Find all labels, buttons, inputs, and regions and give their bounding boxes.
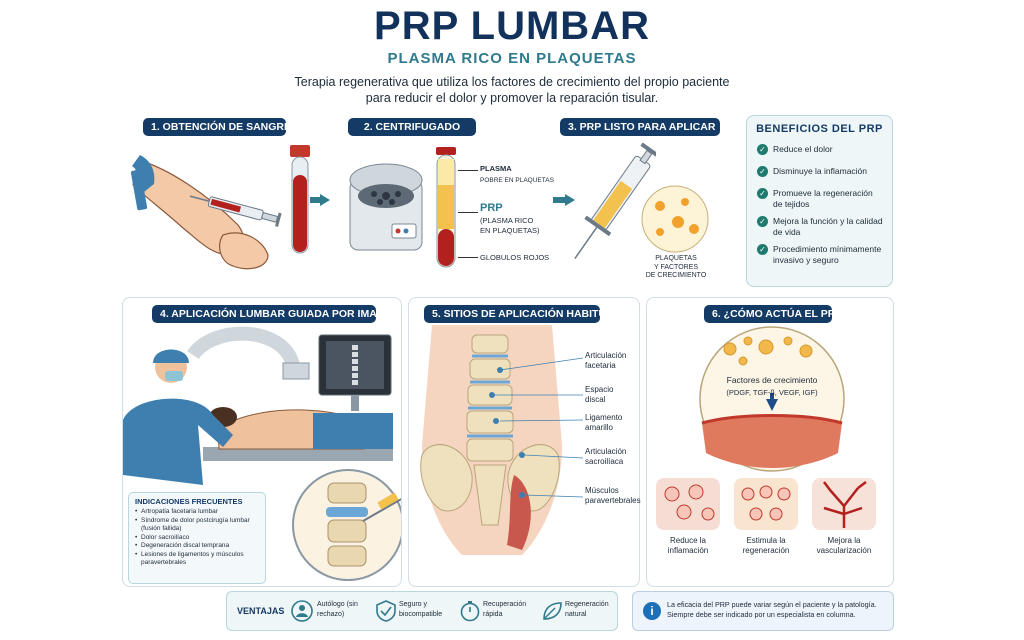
section-4-label: 4. APLICACIÓN LUMBAR GUIADA POR IMAGEN xyxy=(152,305,400,323)
benefits-panel: BENEFICIOS DEL PRP ✓ Reduce el dolor ✓ Dis… xyxy=(746,115,893,287)
arrow-shaft xyxy=(553,197,566,203)
prp-pointer xyxy=(458,212,478,213)
check-icon: ✓ xyxy=(757,216,768,227)
disclaimer-note: i La eficacia del PRP puede variar según… xyxy=(632,591,894,631)
prp-sub-label-2: EN PLAQUETAS) xyxy=(480,226,540,235)
prp-label: PRP xyxy=(480,202,503,214)
arrow-right-icon xyxy=(320,194,330,206)
page-title: PRP LUMBAR xyxy=(374,4,650,48)
centrifuge-icon xyxy=(349,163,423,251)
benefit-text: Disminuye la inflamación xyxy=(773,166,868,176)
page-subtitle: PLASMA RICO EN PLAQUETAS xyxy=(387,50,637,67)
rbc-pointer xyxy=(458,257,478,258)
site-label-muscles: Músculos paravertebrales xyxy=(585,486,641,505)
action-result-3: Mejora la vascularización xyxy=(816,536,872,555)
cells-regeneration-icon xyxy=(734,478,798,530)
plasma-sub-label: POBRE EN PLAQUETAS xyxy=(480,177,554,184)
indication-item: Artropatía facetaria lumbar xyxy=(135,508,259,517)
growth-factors-illustration xyxy=(699,326,845,472)
platelets-caption-1: PLAQUETAS xyxy=(655,255,697,262)
ventajas-title: VENTAJAS xyxy=(237,606,285,616)
shield-check-icon xyxy=(376,600,396,622)
stopwatch-icon xyxy=(460,601,480,622)
benefit-text: Promueve la regeneración de tejidos xyxy=(773,188,873,209)
intro-text: Terapia regenerativa que utiliza los fac… xyxy=(294,75,730,105)
action-result-1: Reduce la inflamación xyxy=(667,536,709,555)
site-label-ligament: Ligamento amarillo xyxy=(585,413,623,432)
plasma-label: PLASMA xyxy=(480,164,512,173)
vascularization-icon xyxy=(812,478,876,530)
info-icon: i xyxy=(643,602,661,620)
platelets-caption-3: DE CRECIMIENTO xyxy=(645,272,707,279)
check-icon: ✓ xyxy=(757,144,768,155)
check-icon: ✓ xyxy=(757,188,768,199)
platelets-caption: PLAQUETAS Y FACTORES DE CRECIMIENTO xyxy=(632,255,720,281)
leaf-icon xyxy=(543,602,562,620)
prp-sub-label-1: (PLASMA RICO xyxy=(480,216,534,225)
arrow-shaft xyxy=(310,197,322,203)
check-icon: ✓ xyxy=(757,244,768,255)
benefit-item: ✓ Procedimiento mínimamente invasivo y se… xyxy=(757,244,884,272)
ventajas-bar: VENTAJAS Autólogo (sin rechazo) Seguro y… xyxy=(226,591,618,631)
benefit-text: Procedimiento mínimamente invasivo y seg… xyxy=(773,244,882,265)
site-label-facet: Articulación facetaria xyxy=(585,351,627,370)
growth-factors-label: Factores de crecimiento xyxy=(726,375,818,385)
section-5-label: 5. SITIOS DE APLICACIÓN HABITUALES xyxy=(424,305,634,323)
benefit-text: Reduce el dolor xyxy=(773,144,833,154)
ventaja-item: Recuperación rápida xyxy=(483,601,527,618)
indications-title: INDICACIONES FRECUENTES xyxy=(135,497,243,506)
site-label-disc: Espacio discal xyxy=(585,385,614,404)
benefit-item: ✓ Promueve la regeneración de tejidos xyxy=(757,188,884,216)
rbc-label: GLOBULOS ROJOS xyxy=(480,253,550,262)
indication-item: Lesiones de ligamentos y músculos parave… xyxy=(135,551,259,568)
step-2-label: 2. CENTRIFUGADO xyxy=(348,118,476,136)
growth-factors-list: (PDGF, TGF-β, VEGF, IGF) xyxy=(726,388,818,397)
cells-inflammation-icon xyxy=(656,478,720,530)
ventaja-item: Regeneración natural xyxy=(565,601,609,618)
benefits-title: BENEFICIOS DEL PRP xyxy=(756,123,883,135)
benefit-item: ✓ Mejora la función y la calidad de vida xyxy=(757,216,884,244)
benefit-text: Mejora la función y la calidad de vida xyxy=(773,216,883,237)
plasma-pointer xyxy=(458,170,478,171)
prp-syringe-icon xyxy=(574,142,656,260)
image-guided-injection-illustration xyxy=(123,326,401,581)
site-label-sacroiliac: Articulación sacroilíaca xyxy=(585,447,627,466)
benefit-item: ✓ Reduce el dolor xyxy=(757,144,884,166)
prp-tube-icon xyxy=(436,147,456,268)
indication-item: Degeneración discal temprana xyxy=(135,542,259,551)
check-icon: ✓ xyxy=(757,166,768,177)
indications-box: INDICACIONES FRECUENTES Artropatía facet… xyxy=(128,492,266,584)
user-shield-icon xyxy=(291,600,313,622)
indication-item: Síndrome de dolor postcirugía lumbar (fu… xyxy=(135,517,259,534)
ventaja-item: Seguro y biocompatible xyxy=(399,601,443,618)
platelets-caption-2: Y FACTORES xyxy=(653,263,699,271)
blood-draw-illustration xyxy=(130,155,282,270)
lumbar-pelvis-illustration xyxy=(420,325,562,555)
ventaja-item: Autólogo (sin rechazo) xyxy=(317,601,358,618)
benefit-item: ✓ Disminuye la inflamación xyxy=(757,166,884,188)
platelets-magnified-icon xyxy=(641,185,709,253)
disclaimer-text: La eficacia del PRP puede variar según e… xyxy=(667,600,877,619)
action-result-2: Estimula la regeneración xyxy=(742,536,790,555)
step-1-label: 1. OBTENCIÓN DE SANGRE xyxy=(143,118,291,136)
indication-item: Dolor sacroilíaco xyxy=(135,534,259,543)
blood-tube-icon xyxy=(290,145,310,254)
section-6-label: 6. ¿CÓMO ACTÚA EL PRP? xyxy=(704,305,849,323)
site-pointer-lines xyxy=(495,357,584,498)
step-3-label: 3. PRP LISTO PARA APLICAR xyxy=(560,118,720,136)
arrow-right-icon xyxy=(565,194,575,206)
